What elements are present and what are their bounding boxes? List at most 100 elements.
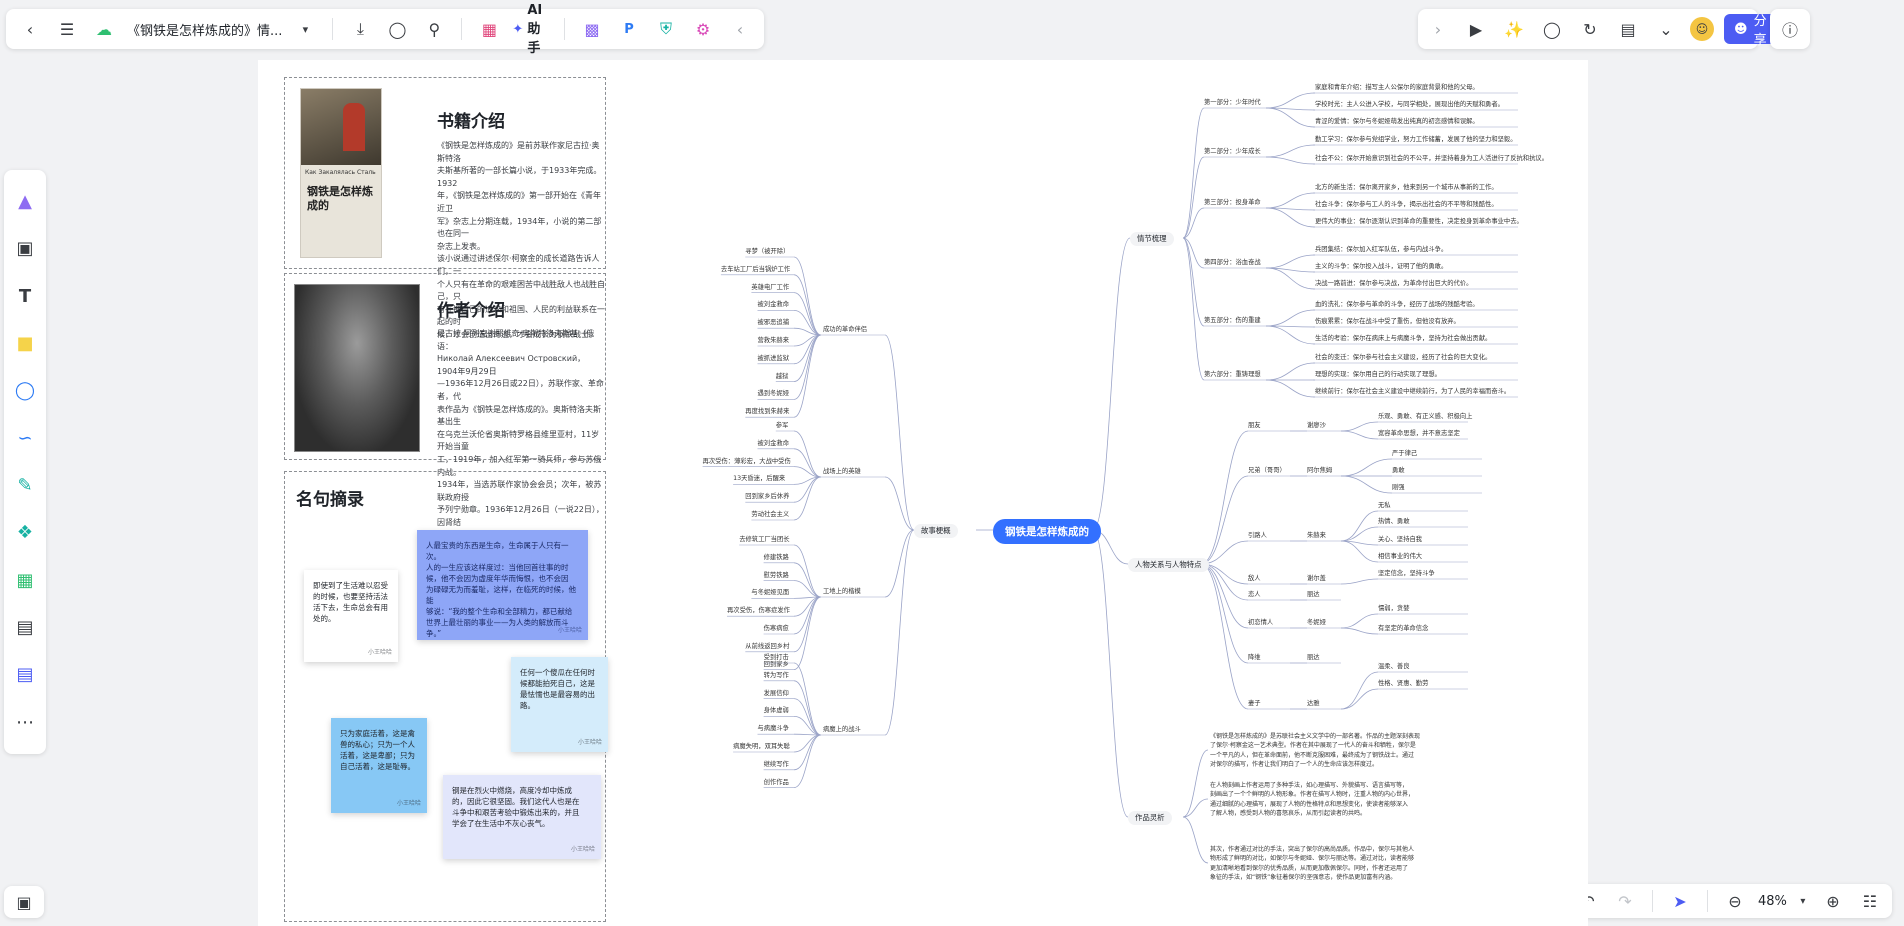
mindmap[interactable]: 钢铁是怎样炼成的情节梳理故事梗概人物关系与人物特点作品灵析第一部分：少年时代第二… xyxy=(258,60,1588,926)
relation-type[interactable]: 妻子 xyxy=(1248,700,1261,707)
branch-plot-summary[interactable]: 情节梳理 xyxy=(1130,232,1174,246)
plot-part[interactable]: 第六部分：重铸理想 xyxy=(1204,371,1261,378)
character-name[interactable]: 朱赫来 xyxy=(1307,532,1326,539)
relation-type[interactable]: 恋人 xyxy=(1248,591,1261,598)
story-item[interactable]: 被刘金救命 xyxy=(757,439,789,447)
mindmap-app-icon[interactable]: ⛨ xyxy=(659,19,672,38)
sticky-note-1[interactable]: 即使到了生活难以忍受 的时候，也要坚持活法 活下去，生命总会有用 处的。小王哈哈 xyxy=(304,570,398,662)
whiteboard-canvas[interactable]: Как Закалялась Сталь 钢铁是怎样炼成的 书籍介绍 《钢铁是怎… xyxy=(258,60,1588,926)
story-group[interactable]: 工地上的楷模 xyxy=(823,588,861,595)
plot-item[interactable]: 学校时光：主人公进入学校，与同学相处，展现出他的天赋和勇者。 xyxy=(1315,101,1504,108)
table-icon[interactable]: ▦ xyxy=(16,569,34,591)
play-icon[interactable]: ▶ xyxy=(1469,19,1483,39)
character-trait[interactable]: 宽容革命思想，并不意志坚定 xyxy=(1378,430,1460,437)
story-item[interactable]: 转为写作 xyxy=(763,671,789,679)
plot-item[interactable]: 更伟大的事业：保尔逐渐认识到革命的重要性，决定投身到革命事业中去。 xyxy=(1315,218,1523,225)
avatar[interactable]: ☺ xyxy=(1690,17,1714,41)
author-intro-panel[interactable] xyxy=(284,273,606,460)
branch-characters[interactable]: 人物关系与人物特点 xyxy=(1128,558,1209,572)
story-item[interactable]: 与冬妮娅见面 xyxy=(751,589,790,597)
character-name[interactable]: 谢尔盖 xyxy=(1307,575,1326,582)
story-item[interactable]: 发展信仰 xyxy=(763,689,789,697)
character-trait[interactable]: 坚定信念，坚持斗争 xyxy=(1378,570,1435,577)
plot-item[interactable]: 社会的变迁：保尔参与社会主义建设，经历了社会的巨大变化。 xyxy=(1315,354,1492,361)
appreciation-paragraph[interactable]: 其次，作者通过对比的手法，突出了保尔的高尚品质。作品中，保尔与其他人 物形成了鲜… xyxy=(1210,846,1415,882)
story-item[interactable]: 再次受伤：薄彩宏，大战中受伤 xyxy=(702,457,791,465)
plot-item[interactable]: 血的洗礼：保尔参与革命的斗争，经历了战场的残酷考验。 xyxy=(1315,301,1479,308)
character-trait[interactable]: 无私 xyxy=(1378,502,1391,509)
plot-item[interactable]: 兵团集结：保尔加入红军队伍，参与内战斗争。 xyxy=(1315,246,1448,253)
character-name[interactable]: 谢廖沙 xyxy=(1307,422,1326,429)
template-icon[interactable]: ▲ xyxy=(18,191,32,213)
zoom-out-icon[interactable]: ⊖ xyxy=(1728,891,1742,911)
help-icon[interactable]: ⓘ xyxy=(1781,21,1798,40)
story-item[interactable]: 劳动社会主义 xyxy=(751,511,790,518)
ppt-app-icon[interactable]: P xyxy=(624,21,634,37)
character-trait[interactable]: 有坚定的革命信念 xyxy=(1378,625,1429,632)
pointer-icon[interactable]: ➤ xyxy=(1673,891,1687,911)
story-item[interactable]: 寻梦（被开除） xyxy=(745,248,790,255)
story-group[interactable]: 病魔上的战斗 xyxy=(823,726,861,733)
minimap-icon[interactable]: ▣ xyxy=(16,892,32,912)
story-item[interactable]: 越狱 xyxy=(775,372,789,380)
plot-item[interactable]: 决战一路前进：保尔参与决战，为革命付出巨大的代价。 xyxy=(1315,280,1473,287)
character-name[interactable]: 冬妮娅 xyxy=(1307,619,1326,626)
appreciation-paragraph[interactable]: 《钢铁是怎样炼成的》是苏联社会主义文学中的一部名著。作品的主题深刻表现 了保尔·… xyxy=(1210,733,1421,769)
story-item[interactable]: 遇到冬妮娅 xyxy=(757,390,789,398)
document-title[interactable]: 《钢铁是怎样炼成的》情... xyxy=(127,23,283,39)
story-item[interactable]: 英雄电厂工作 xyxy=(751,283,790,291)
mindmap-root[interactable]: 钢铁是怎样炼成的 xyxy=(993,519,1101,544)
story-item[interactable]: 回到家乡 xyxy=(763,660,789,668)
sticky-note-2[interactable]: 人最宝贵的东西是生命，生命属于人只有一次。 人的一生应该这样度过：当他回首往事的… xyxy=(417,530,588,640)
character-trait[interactable]: 刚强 xyxy=(1392,484,1405,491)
character-trait[interactable]: 热情、勇敢 xyxy=(1378,518,1410,525)
plot-item[interactable]: 主义的斗争：保尔投入战斗，证明了他的勇敢。 xyxy=(1315,263,1448,270)
relation-type[interactable]: 兄弟（哥哥） xyxy=(1248,467,1286,474)
book-view-icon[interactable]: ☷ xyxy=(1862,891,1878,911)
character-trait[interactable]: 温柔、善良 xyxy=(1378,663,1410,670)
more-down-icon[interactable]: ⌄ xyxy=(1659,19,1673,39)
chart-icon[interactable]: ▤ xyxy=(1620,19,1636,39)
connector-icon[interactable]: ∽ xyxy=(17,427,33,449)
branch-appreciation[interactable]: 作品灵析 xyxy=(1128,811,1172,825)
celebrate-icon[interactable]: ✨ xyxy=(1504,19,1524,39)
plot-part[interactable]: 第五部分：伤的重建 xyxy=(1204,317,1261,324)
menu-icon[interactable]: ☰ xyxy=(59,19,75,39)
character-trait[interactable]: 严于律己 xyxy=(1392,450,1418,457)
expand-right-icon[interactable]: › xyxy=(1434,19,1442,39)
search-icon[interactable]: ⚲ xyxy=(428,19,441,39)
story-item[interactable]: 去修筑工厂当团长 xyxy=(739,536,790,543)
story-item[interactable]: 营救朱赫来 xyxy=(757,337,789,344)
story-item[interactable]: 参军 xyxy=(775,422,789,429)
plot-item[interactable]: 社会斗争：保尔参与工人的斗争，揭示出社会的不平等和残酷性。 xyxy=(1315,201,1498,208)
character-trait[interactable]: 关心、坚持自我 xyxy=(1378,536,1423,543)
story-item[interactable]: 慰劳铁路 xyxy=(763,571,789,579)
plot-item[interactable]: 家庭和青年介绍：描写主人公保尔的家庭背景和他的父母。 xyxy=(1315,84,1479,91)
plot-item[interactable]: 生活的考验：保尔在病床上与病魔斗争，坚持为社会做出贡献。 xyxy=(1315,335,1492,342)
plot-item[interactable]: 北方的新生活：保尔离开家乡，他来到另一个城市从事新的工作。 xyxy=(1315,184,1498,191)
story-item[interactable]: 被刘金救命 xyxy=(757,301,789,309)
story-item[interactable]: 身体虚弱 xyxy=(763,707,789,715)
collapse-left-icon[interactable]: ‹ xyxy=(736,19,744,39)
flowchart-app-icon[interactable]: ⚙ xyxy=(695,19,711,39)
relation-type[interactable]: 朋友 xyxy=(1248,422,1261,429)
sticky-note-4[interactable]: 只为家庭活着，这是禽 兽的私心；只为一个人 活着，这是卑鄙；只为 自己活着，这是… xyxy=(331,718,427,813)
pen-icon[interactable]: ✎ xyxy=(17,475,33,497)
plot-part[interactable]: 第二部分：少年成长 xyxy=(1204,148,1261,155)
plot-item[interactable]: 继续前行：保尔在社会主义建设中继续前行，为了人民的幸福而奋斗。 xyxy=(1315,388,1511,395)
comment-icon[interactable]: ◯ xyxy=(1543,19,1561,39)
sticky-note-5[interactable]: 钢是在烈火中燃烧，高度冷却中炼成 的，因此它很坚固。我们这代人也是在 斗争中和艰… xyxy=(443,775,601,859)
character-name[interactable]: 丽达 xyxy=(1307,591,1320,598)
text-icon[interactable]: T xyxy=(18,285,32,307)
chevron-down-icon[interactable]: ▾ xyxy=(1800,895,1806,907)
more-icon[interactable]: ⋯ xyxy=(16,711,34,733)
story-item[interactable]: 与病魔斗争 xyxy=(757,725,789,733)
story-item[interactable]: 再度找到朱赫来 xyxy=(745,408,790,416)
story-item[interactable]: 伤寒病愈 xyxy=(763,625,789,632)
story-item[interactable]: 创作作品 xyxy=(763,778,789,786)
story-item[interactable]: 回到家乡后休养 xyxy=(745,493,790,501)
story-item[interactable]: 修建铁路 xyxy=(763,553,789,561)
story-group[interactable]: 战场上的英雄 xyxy=(823,468,861,475)
story-item[interactable]: 继续写作 xyxy=(763,760,789,768)
story-item[interactable]: 受到打击 xyxy=(763,654,789,661)
